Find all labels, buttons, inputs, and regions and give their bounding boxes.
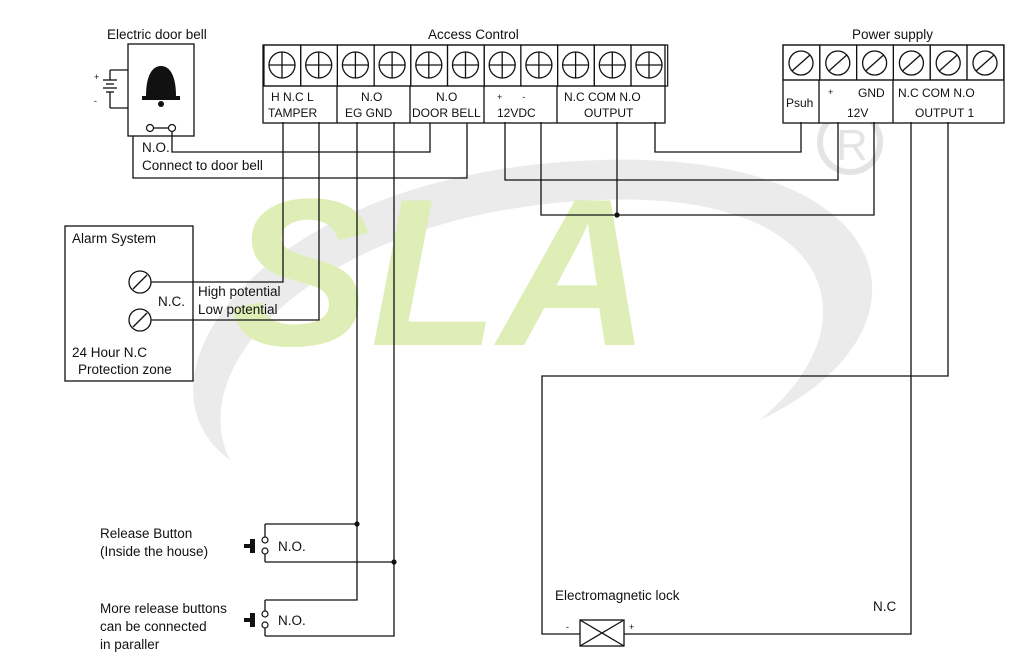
watermark-swoosh [193,159,873,460]
lock-icon [579,619,625,647]
battery-minus: - [94,96,97,106]
doorbell-title: Electric door bell [107,27,207,42]
ps-psuh-label: Psuh [786,96,813,110]
ac-group-tamper-bottom: TAMPER [268,106,317,120]
more-release-contact: N.O. [278,613,306,628]
wire-lock-minus [541,122,949,635]
doorbell-wire-2 [132,122,468,179]
junction-dot [614,212,620,218]
wire-12v-plus [504,122,839,181]
wire-psuh [654,122,802,153]
ac-group-output-bottom: OUTPUT [584,106,634,120]
watermark: SLA R [193,109,883,460]
ac-terminal-screw [336,44,375,87]
alarm-low-potential: Low potential [198,302,278,317]
alarm-title: Alarm System [72,231,156,246]
alarm-zone-line1: 24 Hour N.C [72,345,147,360]
access-control-title: Access Control [428,27,519,42]
wire-tamper-h [151,122,284,283]
ac-group-tamper-top: H N.C L [271,90,314,104]
alarm-box [64,225,194,382]
doorbell-note: Connect to door bell [142,158,263,173]
doorbell-contact: N.O. [142,140,170,155]
wire-gnd [540,122,875,216]
ps-terminal-screw [966,44,1005,81]
bell-icon [142,66,180,107]
ps-output-top: N.C COM N.O [898,86,975,100]
alarm-terminal-1 [128,270,152,294]
ac-group-eg-bottom: EG GND [345,106,393,120]
ac-group-eg-top: N.O [361,90,382,104]
alarm-terminal-2 [128,308,152,332]
ac-terminal-screw [410,44,449,87]
ac-terminal-screw [630,44,669,87]
alarm-zone-line2: Protection zone [78,362,172,377]
battery-icon: + - [94,69,128,109]
wire-tamper-l [151,122,320,321]
power-supply-title: Power supply [852,27,933,42]
alarm-nc-label: N.C. [158,294,185,309]
power-supply-terminals [782,44,1005,81]
release-contact: N.O. [278,539,306,554]
wire-lock-plus [624,122,912,635]
junction-dot-gnd [391,559,397,565]
wire-eg [265,122,358,601]
doorbell-terminals [145,123,177,133]
junction-dot-eg [354,521,360,527]
alarm-high-potential: High potential [198,284,281,299]
ac-terminal-screw [263,44,302,87]
ps-terminal-screw [782,44,821,81]
wire-gnd-eg [265,122,395,637]
lock-minus: - [566,622,569,632]
ps-gnd-label: GND [858,86,885,100]
ps-output-bottom: OUTPUT 1 [915,106,974,120]
more-release-line3: in paraller [100,637,160,652]
more-release-line2: can be connected [100,619,207,634]
watermark-text: SLA [230,155,650,390]
ac-group-12v-bottom: 12VDC [497,106,536,120]
ac-group-doorbell-top: N.O [436,90,457,104]
ps-12v-label: 12V [847,106,868,120]
lock-title: Electromagnetic lock [555,588,680,603]
ps-plus-label: + [828,87,833,97]
ac-group-output-top: N.C COM N.O [564,90,641,104]
ac-terminal-screw [593,44,632,87]
ac-group-doorbell-bottom: DOOR BELL [412,106,481,120]
battery-plus: + [94,72,99,82]
release-button-icon [244,524,269,562]
registered-letter: R [836,121,868,170]
lock-plus: + [629,622,634,632]
release-label-1: Release Button [100,526,192,541]
ac-terminal-screw [483,44,522,87]
lock-nc: N.C [873,599,897,614]
access-control-terminals [263,44,669,87]
ac-group-12v-top: + - [497,92,525,102]
ac-terminal-screw [520,44,559,87]
more-release-button-icon [244,600,269,636]
release-label-2: (Inside the house) [100,544,208,559]
more-release-line1: More release buttons [100,601,227,616]
doorbell-wire-1 [171,122,431,153]
